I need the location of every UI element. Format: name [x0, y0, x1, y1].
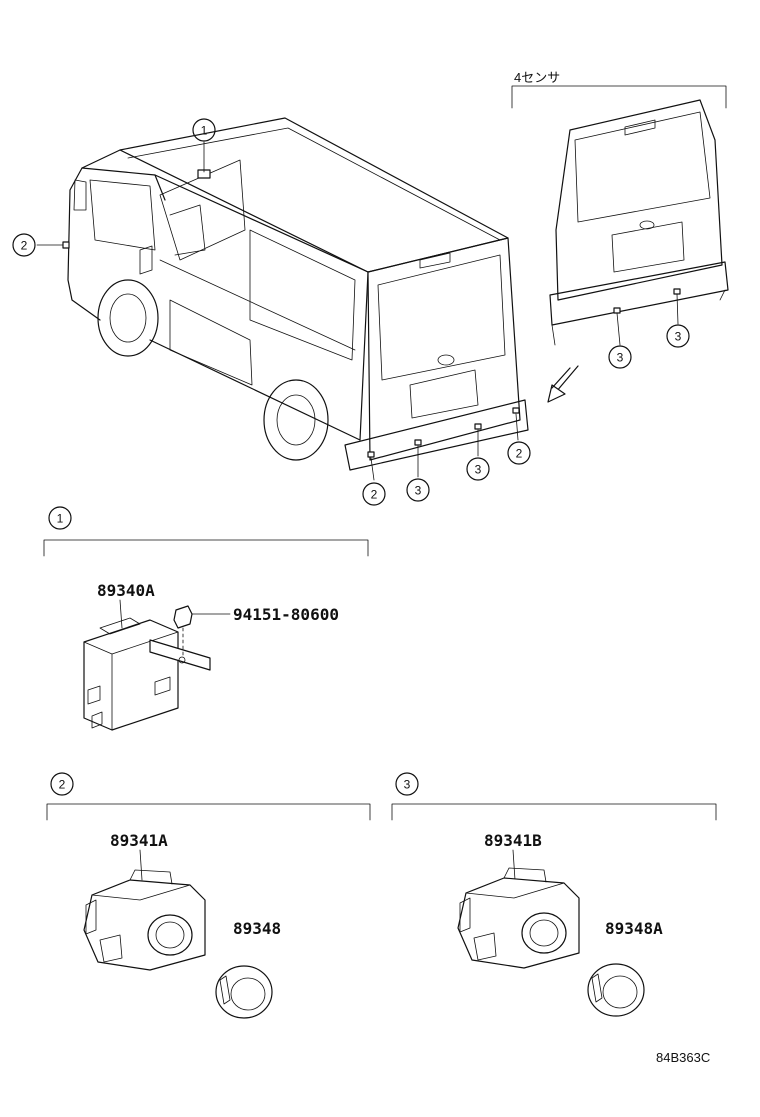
sensor-89341A — [83, 869, 206, 971]
svg-text:3: 3 — [675, 330, 682, 344]
part-number-89348A: 89348A — [605, 919, 663, 938]
section-3: 3 89341B 89348A — [391, 772, 717, 1017]
part-number-89341B: 89341B — [484, 831, 542, 850]
nut — [173, 605, 193, 657]
callout-circles: 1 2 2 3 3 2 3 3 — [12, 118, 690, 506]
van-illustration — [62, 117, 529, 471]
svg-text:2: 2 — [516, 447, 523, 461]
van-leaders — [36, 141, 519, 481]
sensor-89341B — [457, 867, 580, 969]
svg-text:1: 1 — [57, 512, 64, 526]
svg-text:2: 2 — [371, 488, 378, 502]
callout-3-detail-a: 3 — [608, 345, 632, 369]
svg-text:3: 3 — [617, 351, 624, 365]
callout-1-top: 1 — [192, 118, 216, 142]
section-1: 1 89340A 94151-80600 — [43, 506, 369, 731]
diagram-code: 84B363C — [656, 1050, 710, 1065]
callout-2-rear-left: 2 — [362, 482, 386, 506]
bezel-89348 — [215, 965, 273, 1019]
svg-text:3: 3 — [404, 778, 411, 792]
ecu-module — [83, 617, 211, 731]
section-2: 2 89341A 89348 — [46, 772, 371, 1019]
svg-text:1: 1 — [201, 124, 208, 138]
part-number-89341A: 89341A — [110, 831, 168, 850]
part-number-94151-80600: 94151-80600 — [233, 605, 339, 624]
callout-3-detail-b: 3 — [666, 324, 690, 348]
svg-text:3: 3 — [475, 463, 482, 477]
part-number-89348: 89348 — [233, 919, 281, 938]
callout-2-rear-right: 2 — [507, 441, 531, 465]
sensor-group-label: 4センサ — [514, 70, 560, 85]
callout-3-rear-a: 3 — [406, 478, 430, 502]
callout-2-front: 2 — [12, 233, 36, 257]
svg-text:3: 3 — [415, 484, 422, 498]
bezel-89348A — [587, 963, 645, 1017]
svg-text:2: 2 — [21, 239, 28, 253]
part-number-89340A: 89340A — [97, 581, 155, 600]
callout-3-rear-b: 3 — [466, 457, 490, 481]
svg-text:2: 2 — [59, 778, 66, 792]
rear-detail-illustration: 4センサ — [511, 70, 729, 403]
